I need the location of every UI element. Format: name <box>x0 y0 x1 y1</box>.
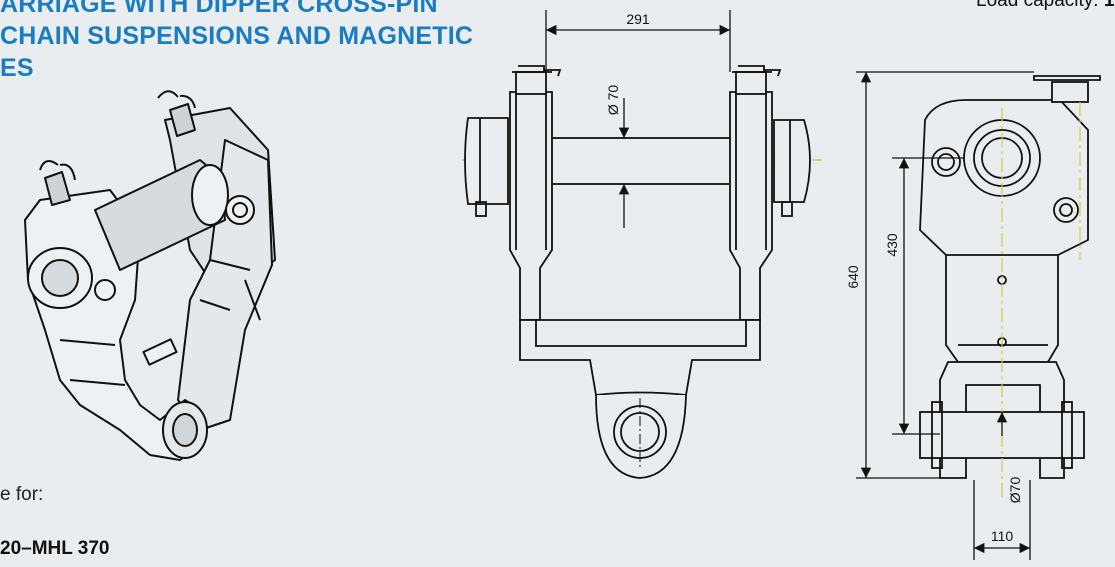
dim-pin-diameter-front: Ø 70 <box>605 85 621 116</box>
front-view-dimensions <box>545 10 731 228</box>
dim-width-bottom: 110 <box>991 528 1014 544</box>
model-range: 20–MHL 370 <box>0 538 110 559</box>
heading-line-3: ES <box>0 54 34 82</box>
dim-pin-diameter-side: Ø70 <box>1007 477 1023 504</box>
load-capacity: Load capacity: 15 <box>976 0 1115 12</box>
section-heading: ARRIAGE WITH DIPPER CROSS-PIN CHAIN SUSP… <box>0 0 473 84</box>
heading-line-2: CHAIN SUSPENSIONS AND MAGNETIC <box>0 22 474 50</box>
carriage-3d-illustration <box>24 90 276 461</box>
heading-line-1: ARRIAGE WITH DIPPER CROSS-PIN <box>0 0 438 18</box>
front-view-drawing <box>462 65 822 479</box>
load-capacity-label: Load capacity: <box>976 0 1099 11</box>
dim-height-total: 640 <box>845 265 861 289</box>
dim-width-top: 291 <box>626 11 650 27</box>
dim-height-mid: 430 <box>884 233 900 257</box>
side-view-drawing <box>919 75 1101 500</box>
suitable-for-label: e for: <box>0 484 44 505</box>
side-view-dimensions <box>856 71 1034 560</box>
load-capacity-value: 15 <box>1103 0 1115 11</box>
